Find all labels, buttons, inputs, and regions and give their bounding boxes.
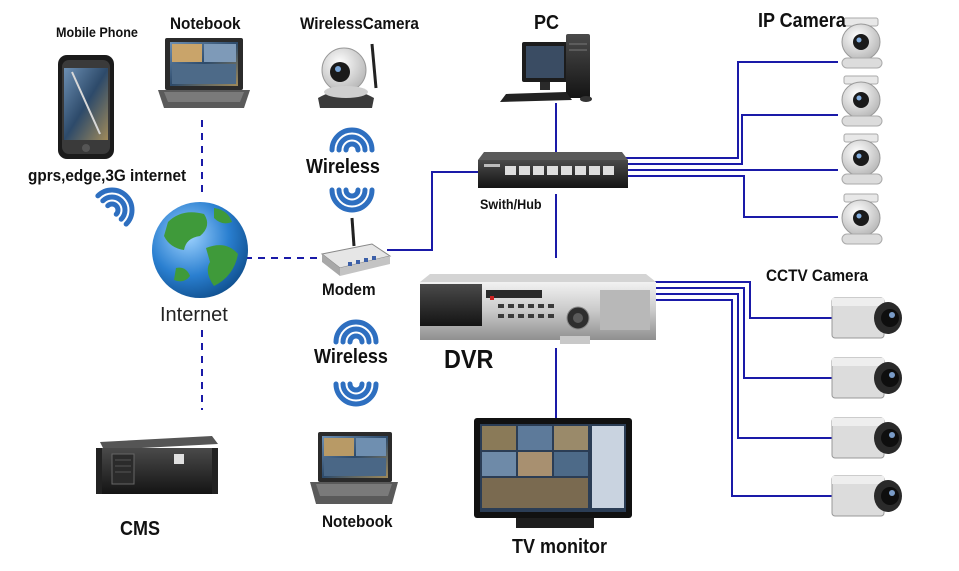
- label-notebook-top: Notebook: [170, 14, 241, 33]
- label-modem: Modem: [322, 280, 376, 299]
- label-notebook-bottom: Notebook: [322, 512, 393, 531]
- wifi-phone: [95, 187, 135, 227]
- cctv-box-camera-icon: [831, 417, 902, 459]
- cms-server-icon: [96, 436, 218, 494]
- link-dvr-cctv-3: [655, 293, 832, 439]
- ip-camera-group: [841, 17, 883, 245]
- label-dvr: DVR: [444, 344, 494, 374]
- pc-icon: [500, 34, 592, 102]
- wireless-signal-icon: [95, 127, 379, 407]
- label-wireless-top: Wireless: [306, 156, 380, 178]
- label-pc: PC: [534, 12, 560, 34]
- ip-dome-camera-icon: [841, 75, 883, 127]
- notebook-icon-bottom: [310, 432, 398, 504]
- modem-icon: [320, 217, 392, 276]
- link-dvr-cctv-2: [655, 287, 832, 379]
- cctv-box-camera-icon: [831, 297, 902, 339]
- cctv-box-camera-icon: [831, 357, 902, 399]
- label-cctv-camera: CCTV Camera: [766, 266, 869, 285]
- ip-dome-camera-icon: [841, 193, 883, 245]
- label-ip-camera: IP Camera: [758, 10, 846, 32]
- link-modem-switch: [387, 171, 482, 251]
- mobile-phone-icon: [58, 55, 114, 159]
- dvr-icon: [420, 274, 656, 344]
- link-dvr-cctv-4: [655, 299, 832, 497]
- link-switch-ipcam-2: [624, 114, 838, 165]
- cctv-camera-group: [831, 297, 902, 517]
- wifi-top-up: [329, 127, 375, 153]
- label-switch-hub: Swith/Hub: [480, 196, 542, 212]
- wifi-top-down: [329, 187, 375, 213]
- label-internet: Internet: [160, 304, 228, 326]
- wireless-camera-icon: [318, 43, 378, 108]
- label-tv-monitor: TV monitor: [512, 536, 607, 558]
- label-cms: CMS: [120, 518, 161, 540]
- tv-monitor-icon: [474, 418, 632, 528]
- label-wireless-bottom: Wireless: [314, 346, 388, 368]
- wifi-bottom-down: [333, 381, 379, 407]
- label-wireless-camera: WirelessCamera: [300, 14, 419, 33]
- notebook-icon-top: [158, 38, 250, 108]
- link-dvr-cctv-1: [655, 281, 832, 319]
- switch-icon: [478, 152, 628, 188]
- label-mobile-internet: gprs,edge,3G internet: [28, 166, 187, 185]
- label-mobile-phone: Mobile Phone: [56, 24, 138, 40]
- link-switch-ipcam-4: [624, 175, 838, 218]
- globe-icon: [152, 202, 248, 298]
- cctv-box-camera-icon: [831, 475, 902, 517]
- connection-lines: [201, 61, 838, 497]
- ip-dome-camera-icon: [841, 133, 883, 185]
- ip-dome-camera-icon: [841, 17, 883, 69]
- link-switch-ipcam-1: [624, 61, 838, 159]
- wifi-bottom-up: [333, 319, 379, 345]
